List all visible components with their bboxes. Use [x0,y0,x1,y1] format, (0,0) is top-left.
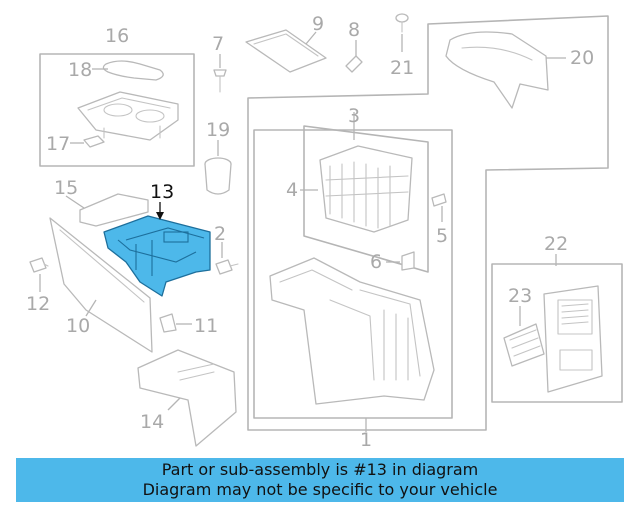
part-22-rear-vent-box [491,254,623,403]
callout-1: 1 [360,429,372,451]
part-8-clip [345,40,363,73]
callout-16: 16 [105,25,129,47]
callout-10: 10 [66,315,90,337]
part-9-pad [245,29,327,73]
part-13-highlighted-bracket [103,202,211,297]
part-12-screw [29,257,49,292]
callout-8: 8 [348,19,360,41]
part-2-screw [215,242,239,275]
callout-3: 3 [348,105,360,127]
banner-line-2: Diagram may not be specific to your vehi… [142,480,498,499]
callout-13: 13 [150,181,174,203]
callout-6: 6 [370,251,382,273]
part-19-cup-insert [204,140,232,195]
callout-2: 2 [214,223,226,245]
part-16-cup-holder-box [39,53,195,167]
info-banner: Part or sub-assembly is #13 in diagram D… [16,458,624,502]
part-1-console-body [269,257,435,432]
callout-5: 5 [436,225,448,247]
callout-20: 20 [570,47,594,69]
part-3-bin-box [253,112,453,419]
part-7-screw [213,54,227,93]
console-frame [247,15,609,431]
callout-15: 15 [54,177,78,199]
callout-17: 17 [46,133,70,155]
callout-22: 22 [544,233,568,255]
callout-18: 18 [68,59,92,81]
callout-19: 19 [206,119,230,141]
callout-4: 4 [286,179,298,201]
part-6-clip [386,251,415,271]
part-21-bolt [395,13,409,52]
part-20-armrest-lid [445,31,566,109]
callout-14: 14 [140,411,164,433]
part-14-lower-bracket [137,349,237,447]
callout-12: 12 [26,293,50,315]
callout-11: 11 [194,315,218,337]
banner-line-1: Part or sub-assembly is #13 in diagram [161,460,479,479]
callout-21: 21 [390,57,414,79]
callout-9: 9 [312,13,324,35]
callout-7: 7 [212,33,224,55]
part-10-side-panel [49,217,153,353]
part-11-clip [159,313,192,333]
callout-23: 23 [508,285,532,307]
part-5-clip [431,193,447,222]
part-15-bracket [65,193,149,227]
